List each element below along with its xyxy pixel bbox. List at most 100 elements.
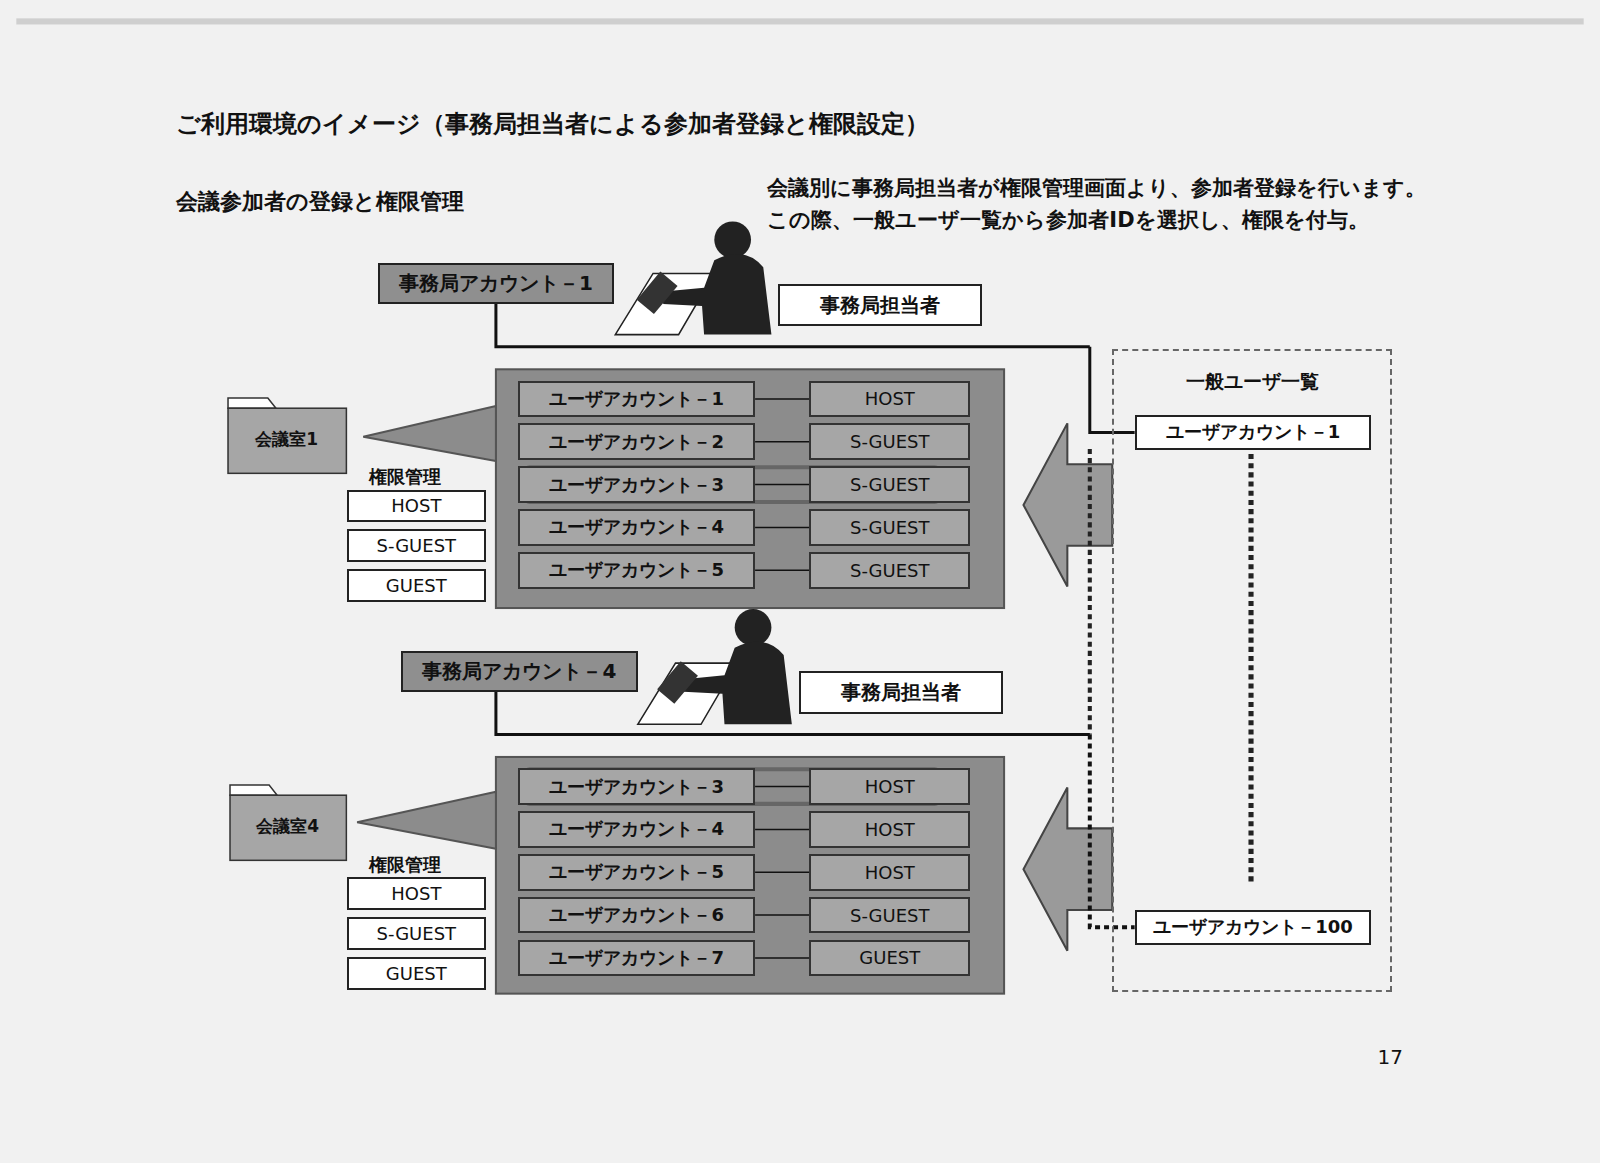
callout-pointer	[363, 406, 496, 461]
panel	[496, 757, 1004, 994]
connector-segment	[755, 786, 809, 788]
room-folder: 会議室1	[227, 406, 347, 473]
connector	[755, 527, 809, 528]
scan-edge	[16, 18, 1583, 24]
node-text: S-GUEST	[850, 905, 930, 926]
permission-box: HOST	[809, 768, 970, 805]
user-account: ユーザアカウント－1	[1135, 415, 1372, 450]
connector-segment	[755, 527, 809, 529]
permission-box: HOST	[809, 811, 970, 848]
connector-segment	[755, 484, 809, 486]
account-box: 事務局アカウント－4	[401, 651, 638, 692]
connector	[755, 915, 809, 916]
node-text: ユーザアカウント－1	[1166, 420, 1341, 444]
user-account: ユーザアカウント－4	[518, 509, 755, 546]
node-text: 事務局アカウント－1	[399, 270, 593, 297]
connector	[755, 957, 809, 958]
node-text: S-GUEST	[377, 923, 457, 944]
section-heading: 会議参加者の登録と権限管理	[176, 187, 464, 217]
node-text: S-GUEST	[850, 474, 930, 495]
node-text: ユーザアカウント－4	[549, 515, 724, 539]
node-text: HOST	[865, 776, 915, 797]
user-account: ユーザアカウント－1	[518, 381, 755, 418]
node-text: GUEST	[386, 963, 447, 984]
panel	[496, 369, 1004, 608]
user-list: 一般ユーザ一覧ユーザアカウント－1 ユーザアカウント－100	[1112, 349, 1392, 992]
node-text: ユーザアカウント－4	[549, 817, 724, 841]
user-account: ユーザアカウント－3	[518, 768, 755, 805]
node-text: S-GUEST	[850, 431, 930, 452]
role-label: 事務局担当者	[778, 284, 982, 327]
room-folder: 会議室4	[229, 793, 347, 860]
dotted-line	[1248, 454, 1253, 882]
page-title: ご利用環境のイメージ（事務局担当者による参加者登録と権限設定）	[176, 108, 929, 140]
connector	[755, 441, 809, 442]
permission-box: S-GUEST	[809, 509, 970, 546]
node-text: 事務局アカウント－4	[422, 658, 616, 685]
node-text: ユーザアカウント－3	[549, 775, 724, 799]
connector	[755, 829, 809, 830]
connector	[755, 398, 809, 399]
node-text: ユーザアカウント－100	[1153, 915, 1353, 939]
node-text: ユーザアカウント－5	[549, 558, 724, 582]
node-text: 一般ユーザ一覧	[1186, 369, 1319, 395]
person-figure	[615, 221, 771, 334]
node-text: HOST	[391, 883, 441, 904]
page-number: 17	[1378, 1045, 1403, 1069]
node-text: GUEST	[386, 575, 447, 596]
connector-segment	[755, 570, 809, 572]
user-account: ユーザアカウント－3	[518, 466, 755, 503]
user-account: ユーザアカウント－100	[1135, 910, 1372, 945]
connector	[755, 570, 809, 571]
node-text: GUEST	[859, 947, 920, 968]
section-label: 権限管理	[369, 853, 441, 877]
connector-segment	[755, 441, 809, 443]
node-text: ユーザアカウント－7	[549, 946, 724, 970]
node-text: ユーザアカウント－1	[549, 387, 724, 411]
description: 会議別に事務局担当者が権限管理画面より、参加者登録を行います。この際、一般ユーザ…	[767, 173, 1440, 236]
node-text: HOST	[865, 388, 915, 409]
node-text: S-GUEST	[377, 535, 457, 556]
permission-option: S-GUEST	[347, 529, 486, 562]
user-account: ユーザアカウント－4	[518, 811, 755, 848]
permission-box: S-GUEST	[809, 466, 970, 503]
permission-box: HOST	[809, 854, 970, 891]
permission-option: GUEST	[347, 957, 486, 990]
node-text: 会議室1	[255, 428, 318, 451]
node-text: ユーザアカウント－6	[549, 903, 724, 927]
section-label: 権限管理	[369, 465, 441, 489]
node-text: HOST	[865, 862, 915, 883]
connector-segment	[755, 398, 809, 400]
connector-segment	[755, 829, 809, 831]
node-text: 事務局担当者	[820, 292, 940, 319]
connector-segment	[755, 957, 809, 959]
person-figure	[638, 609, 792, 724]
user-account: ユーザアカウント－7	[518, 940, 755, 977]
node-text: ユーザアカウント－2	[549, 430, 724, 454]
user-account: ユーザアカウント－5	[518, 552, 755, 589]
node-text: S-GUEST	[850, 517, 930, 538]
permission-option: HOST	[347, 490, 486, 523]
connector	[755, 872, 809, 873]
permission-option: S-GUEST	[347, 917, 486, 950]
permission-box: S-GUEST	[809, 897, 970, 934]
permission-box: S-GUEST	[809, 552, 970, 589]
node-text: HOST	[391, 495, 441, 516]
connector-segment	[755, 914, 809, 916]
node-text: 事務局担当者	[841, 679, 961, 706]
node-text: HOST	[865, 819, 915, 840]
account-box: 事務局アカウント－1	[378, 263, 615, 304]
permission-option: HOST	[347, 877, 486, 910]
permission-option: GUEST	[347, 569, 486, 602]
connector-segment	[755, 871, 809, 873]
node-text: S-GUEST	[850, 560, 930, 581]
callout-pointer	[357, 792, 496, 849]
permission-box: GUEST	[809, 940, 970, 977]
block-arrow	[1023, 423, 1112, 586]
node-text: ユーザアカウント－5	[549, 860, 724, 884]
connector	[496, 692, 1135, 928]
node-text: 会議室4	[256, 815, 319, 838]
connector	[755, 786, 809, 787]
